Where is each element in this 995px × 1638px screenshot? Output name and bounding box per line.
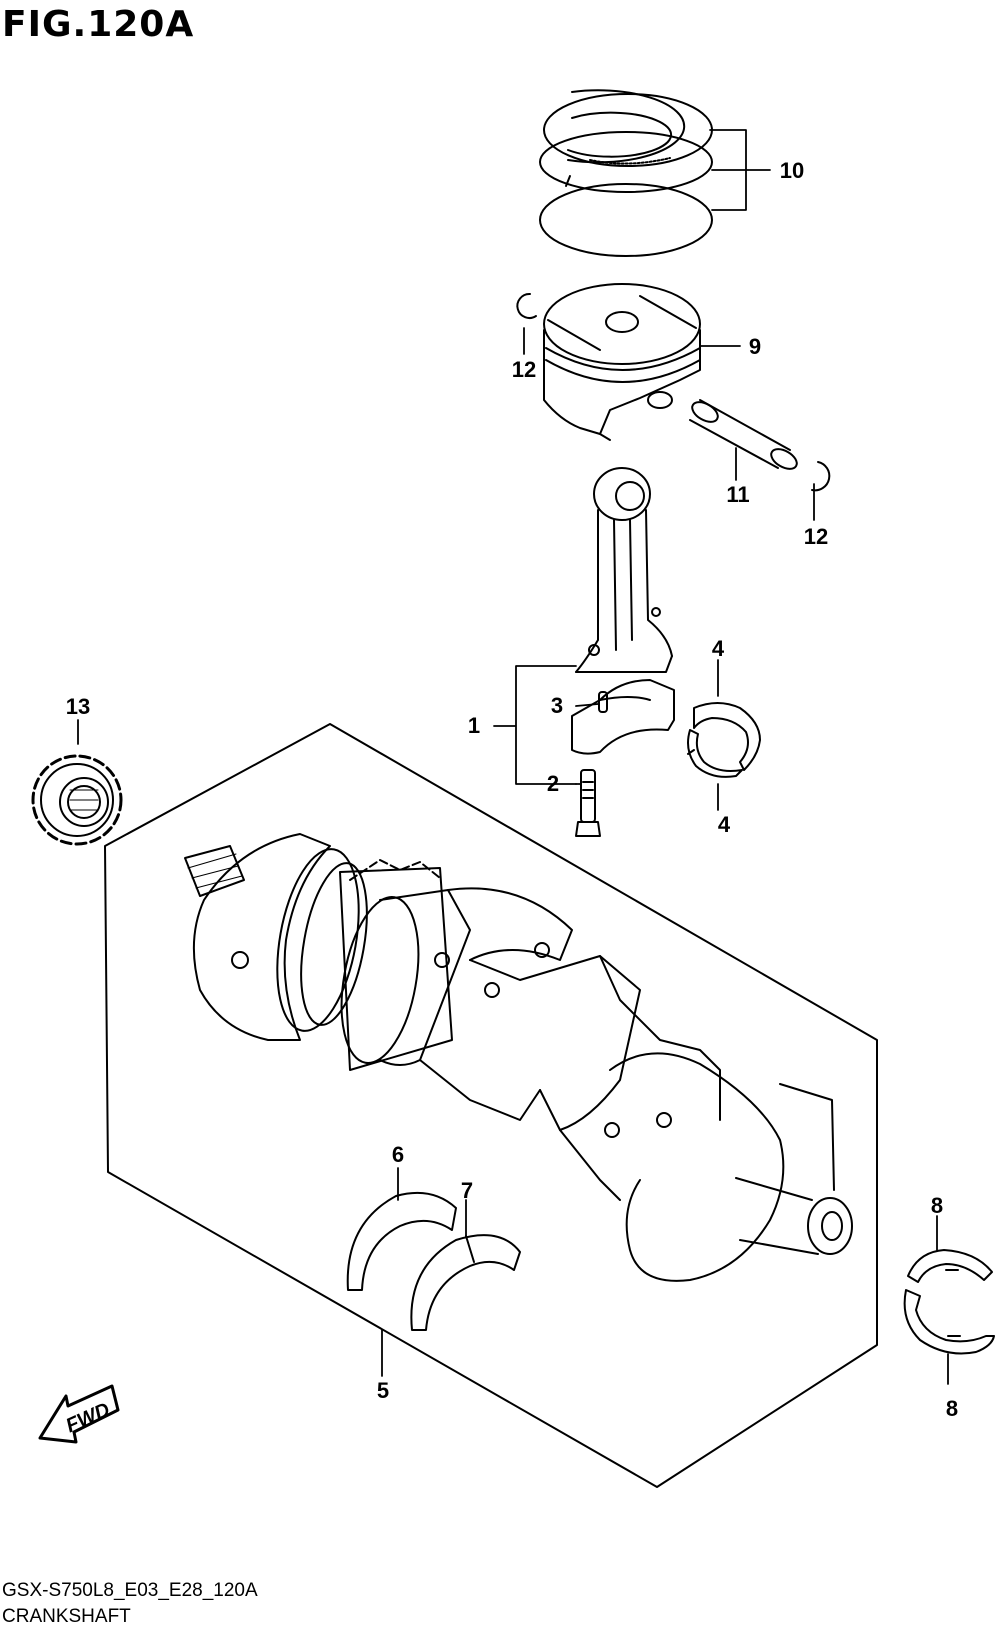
figure-title: FIG.120A	[2, 4, 195, 45]
callout-5: 5	[377, 1378, 389, 1403]
callout-8-bottom: 8	[946, 1396, 958, 1421]
fwd-arrow-icon	[38, 1384, 120, 1444]
circlip-left	[516, 292, 537, 319]
diagram-name: CRANKSHAFT	[2, 1606, 131, 1627]
connecting-rod	[575, 467, 673, 673]
callout-3: 3	[551, 693, 563, 718]
callout-6: 6	[392, 1142, 404, 1167]
callout-10: 10	[780, 158, 804, 183]
callout-8-top: 8	[931, 1193, 943, 1218]
callout-12-right: 12	[804, 524, 828, 549]
callout-1: 1	[468, 713, 480, 738]
diagram-code: GSX-S750L8_E03_E28_120A	[2, 1580, 258, 1601]
leader-lines	[77, 129, 949, 1385]
callout-13: 13	[66, 694, 90, 719]
thrust-bearing-6	[346, 1191, 457, 1291]
piston	[543, 283, 701, 441]
thrust-bearing-7-tab	[465, 1235, 475, 1263]
circlip-right	[811, 461, 831, 492]
crankshaft	[184, 833, 853, 1282]
conrod-cap	[571, 679, 675, 755]
conrod-bearings	[687, 702, 761, 778]
crankshaft-group-box	[104, 723, 878, 1488]
crank-gear	[31, 754, 123, 846]
callout-11: 11	[726, 482, 749, 507]
callout-4-bottom: 4	[718, 812, 731, 837]
callout-7: 7	[461, 1178, 473, 1203]
thrust-bearing-7	[410, 1234, 521, 1331]
callout-9: 9	[749, 334, 761, 359]
piston-rings	[539, 89, 713, 257]
conrod-bolt	[575, 769, 601, 837]
main-bearings	[903, 1249, 995, 1355]
callout-4-top: 4	[712, 636, 725, 661]
callout-2: 2	[547, 771, 559, 796]
callout-12-left: 12	[512, 357, 536, 382]
piston-pin	[689, 399, 798, 470]
